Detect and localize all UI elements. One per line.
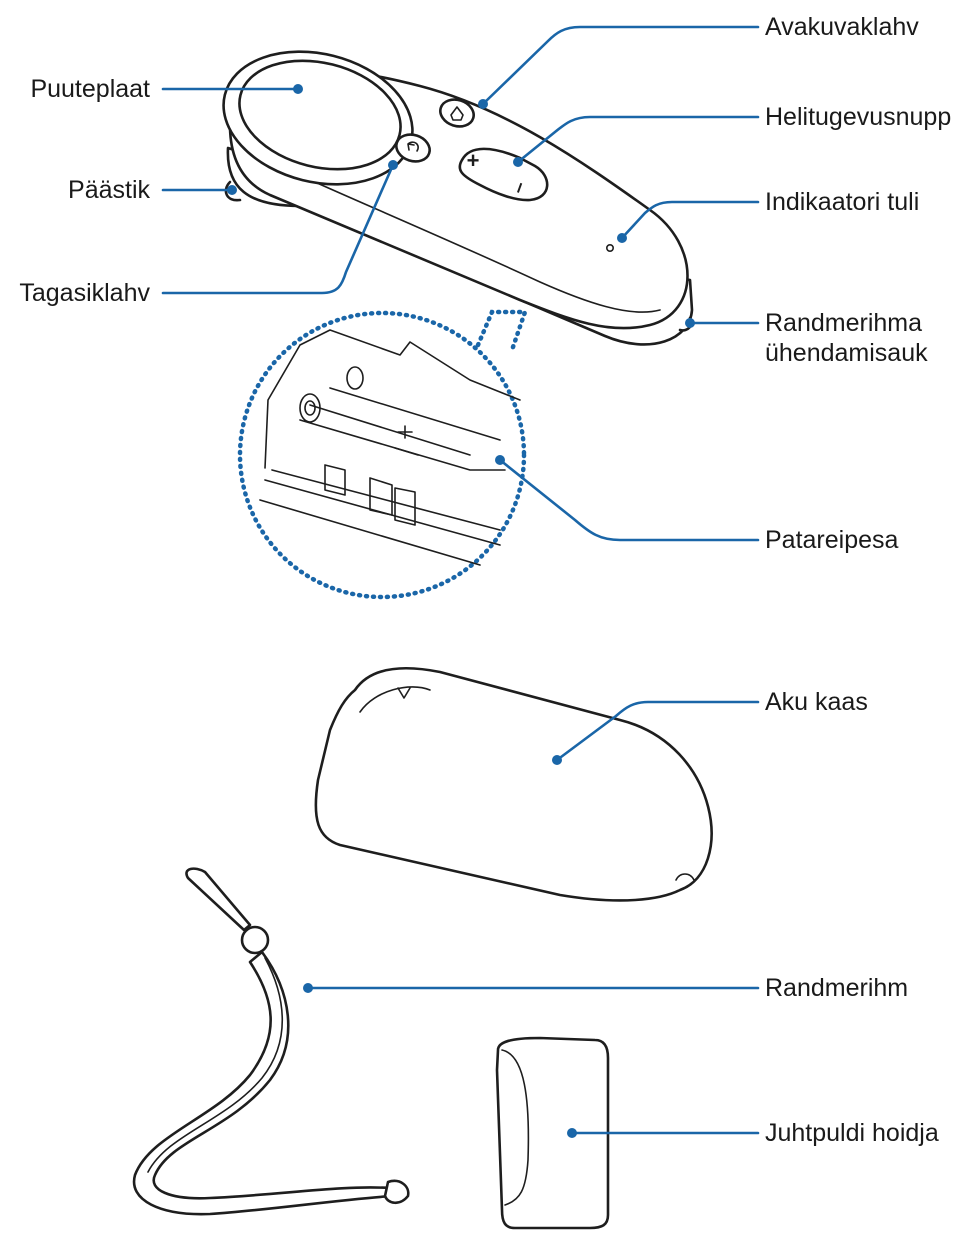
label-controller-holder: Juhtpuldi hoidja [765, 1119, 939, 1147]
leader-home-key [481, 25, 760, 106]
controller-holder-illustration [495, 1036, 610, 1230]
label-indicator-light: Indikaatori tuli [765, 188, 920, 216]
leader-indicator-light [620, 200, 760, 240]
label-home-key: Avakuvaklahv [765, 13, 919, 41]
strap-end-cap [383, 1179, 410, 1205]
strap-slider [240, 925, 270, 955]
magnifier-circle [237, 310, 527, 600]
leader-volume-key [516, 115, 760, 164]
label-strap-hole: Randmerihma ühendamisauk [765, 308, 928, 368]
back-arrow-icon [407, 141, 419, 152]
label-strap-hole-line2: ühendamisauk [765, 339, 928, 367]
volume-rocker [458, 147, 549, 202]
leader-back-key [161, 163, 395, 295]
home-icon [450, 106, 464, 121]
battery-cover-illustration [314, 666, 713, 902]
label-wrist-strap: Randmerihm [765, 974, 909, 1002]
magnifier-connector [475, 309, 529, 353]
leader-lines [161, 25, 760, 1138]
volume-plus-glyph: + [467, 148, 480, 173]
strap-loop-end [185, 867, 252, 932]
indicator-light-dot [605, 244, 614, 253]
label-battery-cover: Aku kaas [765, 688, 868, 716]
battery-cover [314, 666, 713, 902]
leader-battery-cover [555, 700, 760, 762]
leader-battery-compartment [498, 458, 760, 542]
label-volume-key: Helitugevusnupp [765, 103, 952, 131]
wrist-strap-illustration [132, 867, 410, 1216]
label-back-key: Tagasiklahv [19, 279, 150, 307]
label-battery-compartment: Patareipesa [765, 526, 899, 554]
label-touchpad: Puuteplaat [30, 75, 150, 103]
label-trigger: Päästik [68, 176, 150, 204]
label-strap-hole-line1: Randmerihma [765, 309, 923, 337]
strap-cord [132, 950, 394, 1216]
home-button [439, 98, 475, 128]
battery-compartment-illustration [237, 309, 529, 600]
back-button [395, 133, 431, 163]
controller-illustration [222, 50, 694, 346]
